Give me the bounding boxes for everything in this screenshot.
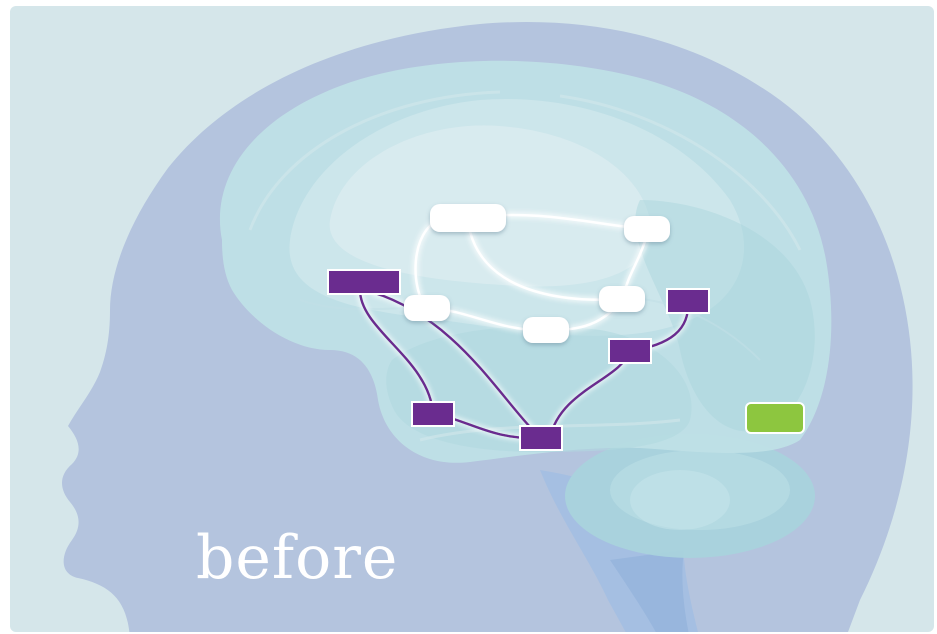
green-node-g1 [745,402,805,434]
purple-node-p2 [608,338,652,364]
white-node-w3 [404,295,450,321]
purple-node-p3 [666,288,710,314]
edge-p1-p4 [358,289,435,415]
white-node-w4 [599,286,645,312]
brain-lobe [635,200,815,432]
white-node-w1 [430,204,506,232]
purple-node-p5 [519,425,563,451]
white-node-w5 [523,317,569,343]
network-nodes [327,204,805,451]
brainstem-detail [610,550,690,632]
white-node-w2 [624,216,670,242]
cerebellum-fold [630,470,730,530]
purple-node-p1 [327,269,401,295]
purple-node-p4 [411,401,455,427]
edge-p1-p5 [371,290,542,439]
caption-before: before [196,523,399,593]
